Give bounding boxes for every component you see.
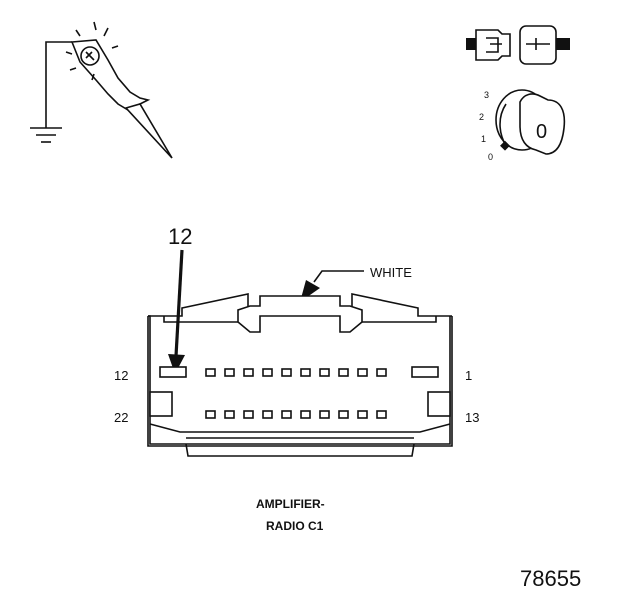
pin-row-bottom	[205, 410, 387, 419]
pin-cavity	[205, 368, 216, 377]
test-light-probe-icon	[30, 21, 173, 159]
ground-symbol-icon	[30, 127, 62, 143]
pin-1-cavity	[411, 366, 439, 378]
pin-cavity	[376, 410, 387, 419]
pin-label-top-right: 1	[465, 368, 472, 383]
ignition-position-0: 0	[488, 152, 493, 162]
key-position-marking: 0	[536, 121, 547, 143]
pin-cavity	[281, 410, 292, 419]
ignition-position-3: 3	[484, 90, 489, 100]
pin-cavity	[338, 368, 349, 377]
pin-cavity	[281, 368, 292, 377]
disconnect-connector-icon	[466, 25, 570, 65]
pin-cavity	[300, 410, 311, 419]
pin-cavity	[300, 368, 311, 377]
pin-cavity	[224, 368, 235, 377]
connector-body	[147, 293, 453, 457]
connector-name-line2: RADIO C1	[266, 519, 324, 533]
pin-12-cavity	[159, 366, 187, 378]
pin-cavity	[376, 368, 387, 377]
pin-callout-label: 12	[168, 224, 192, 249]
pin-cavity	[319, 368, 330, 377]
connector-color-label: WHITE	[370, 265, 412, 280]
pin-label-bottom-left: 22	[114, 410, 128, 425]
pin-cavity	[357, 368, 368, 377]
pin-cavity	[338, 410, 349, 419]
pin-cavity	[357, 410, 368, 419]
pin-cavity	[262, 368, 273, 377]
pin-row-top	[159, 366, 439, 378]
pin-label-top-left: 12	[114, 368, 128, 383]
figure-number: 78655	[520, 566, 581, 591]
pin-cavity	[243, 368, 254, 377]
pin-callout-arrow	[168, 249, 185, 374]
ignition-key-icon: 0 3 2 1 0	[479, 89, 566, 162]
pin-cavity	[319, 410, 330, 419]
connector-name-line1: AMPLIFIER-	[256, 497, 325, 511]
pin-cavity	[262, 410, 273, 419]
ignition-position-1: 1	[481, 134, 486, 144]
pin-cavity	[243, 410, 254, 419]
pin-cavity	[224, 410, 235, 419]
pin-cavity	[205, 410, 216, 419]
ignition-position-2: 2	[479, 112, 484, 122]
pin-label-bottom-right: 13	[465, 410, 479, 425]
